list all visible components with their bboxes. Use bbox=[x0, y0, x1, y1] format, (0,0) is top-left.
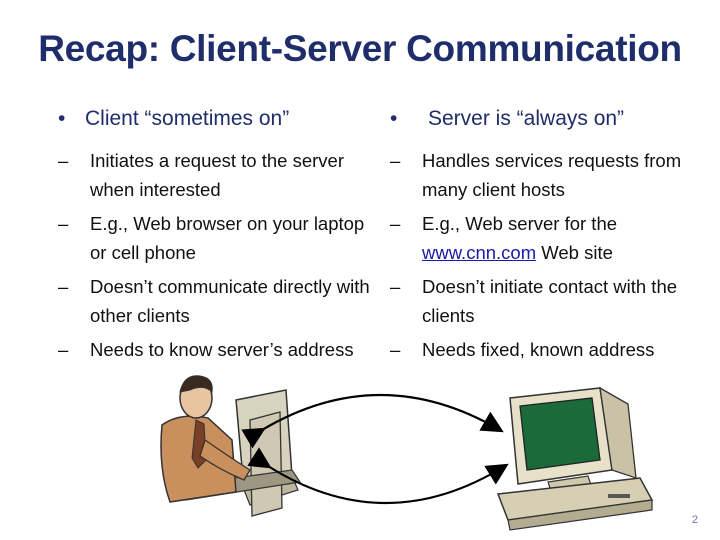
cnn-link[interactable]: www.cnn.com bbox=[422, 242, 537, 263]
client-item: – Initiates a request to the server when… bbox=[58, 146, 378, 204]
server-item: – Handles services requests from many cl… bbox=[390, 146, 715, 204]
bullet-icon: • bbox=[390, 107, 398, 130]
dash-icon: – bbox=[58, 150, 69, 171]
server-item-text: E.g., Web server for the bbox=[422, 213, 618, 234]
server-heading: Server is “always on” bbox=[428, 107, 625, 130]
server-bullet: • Server is “always on” bbox=[390, 104, 715, 134]
slide-title: Recap: Client-Server Communication bbox=[38, 28, 682, 69]
double-arrow-top-icon bbox=[241, 394, 504, 449]
page-number: 2 bbox=[691, 514, 698, 526]
person-at-computer-icon bbox=[160, 375, 302, 517]
dash-icon: – bbox=[390, 150, 401, 171]
client-item-text: E.g., Web browser on your laptop or cell… bbox=[90, 213, 365, 263]
client-item-text: Needs to know server’s address bbox=[90, 339, 354, 360]
dash-icon: – bbox=[58, 276, 69, 297]
bullet-icon: • bbox=[58, 107, 66, 130]
client-item-text: Doesn’t communicate directly with other … bbox=[90, 276, 370, 326]
client-item-text: Initiates a request to the server when i… bbox=[90, 150, 344, 200]
dash-icon: – bbox=[58, 213, 69, 234]
client-item: – E.g., Web browser on your laptop or ce… bbox=[58, 209, 378, 267]
dash-icon: – bbox=[390, 339, 401, 360]
server-item-text: Handles services requests from many clie… bbox=[422, 150, 682, 200]
dash-icon: – bbox=[390, 213, 401, 234]
dash-icon: – bbox=[390, 276, 401, 297]
link-suffix-text: Web site bbox=[536, 242, 613, 263]
client-item: – Needs to know server’s address bbox=[58, 335, 378, 364]
server-column: • Server is “always on” – Handles servic… bbox=[390, 104, 715, 369]
client-heading: Client “sometimes on” bbox=[85, 107, 290, 130]
client-bullet: • Client “sometimes on” bbox=[58, 104, 378, 134]
server-item: – Needs fixed, known address bbox=[390, 335, 715, 364]
server-item-text: Needs fixed, known address bbox=[422, 339, 655, 360]
dash-icon: – bbox=[58, 339, 69, 360]
server-item: – E.g., Web server for the www.cnn.com W… bbox=[390, 209, 715, 267]
crt-computer-icon bbox=[496, 386, 654, 531]
double-arrow-bottom-icon bbox=[247, 447, 509, 504]
client-column: • Client “sometimes on” – Initiates a re… bbox=[58, 104, 378, 369]
client-item: – Doesn’t communicate directly with othe… bbox=[58, 272, 378, 330]
server-item: – Doesn’t initiate contact with the clie… bbox=[390, 272, 715, 330]
server-item-text-with-link: E.g., Web server for the www.cnn.com Web… bbox=[422, 213, 617, 263]
server-item-text: Doesn’t initiate contact with the client… bbox=[422, 276, 678, 326]
